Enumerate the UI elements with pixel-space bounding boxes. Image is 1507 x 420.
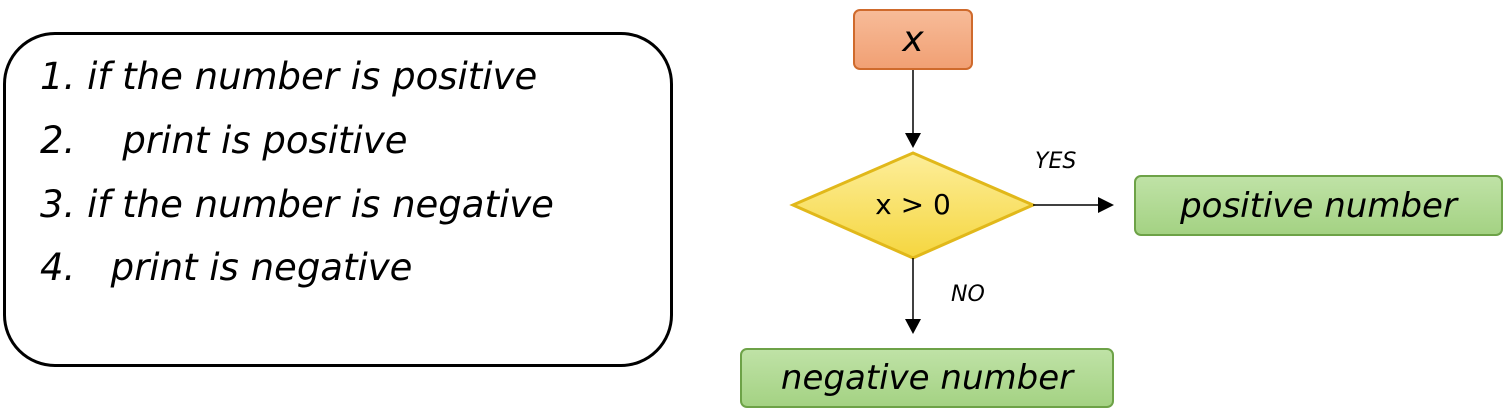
arrowhead-start-to-decision [905, 133, 921, 148]
no-label: NO [951, 282, 985, 307]
negative-output-node: negative number [740, 348, 1114, 408]
positive-output-node: positive number [1134, 175, 1503, 236]
algorithm-step-1: 1. if the number is positive [40, 55, 538, 98]
arrowhead-no [905, 319, 921, 334]
start-node: x [853, 9, 973, 70]
algorithm-box [3, 32, 673, 367]
algorithm-step-3: 3. if the number is negative [40, 183, 554, 226]
algorithm-step-4: 4. print is negative [40, 246, 413, 289]
decision-condition: x > 0 [875, 188, 951, 221]
algorithm-step-2: 2. print is positive [40, 119, 408, 162]
yes-label: YES [1035, 149, 1077, 174]
arrowhead-yes [1098, 197, 1114, 213]
